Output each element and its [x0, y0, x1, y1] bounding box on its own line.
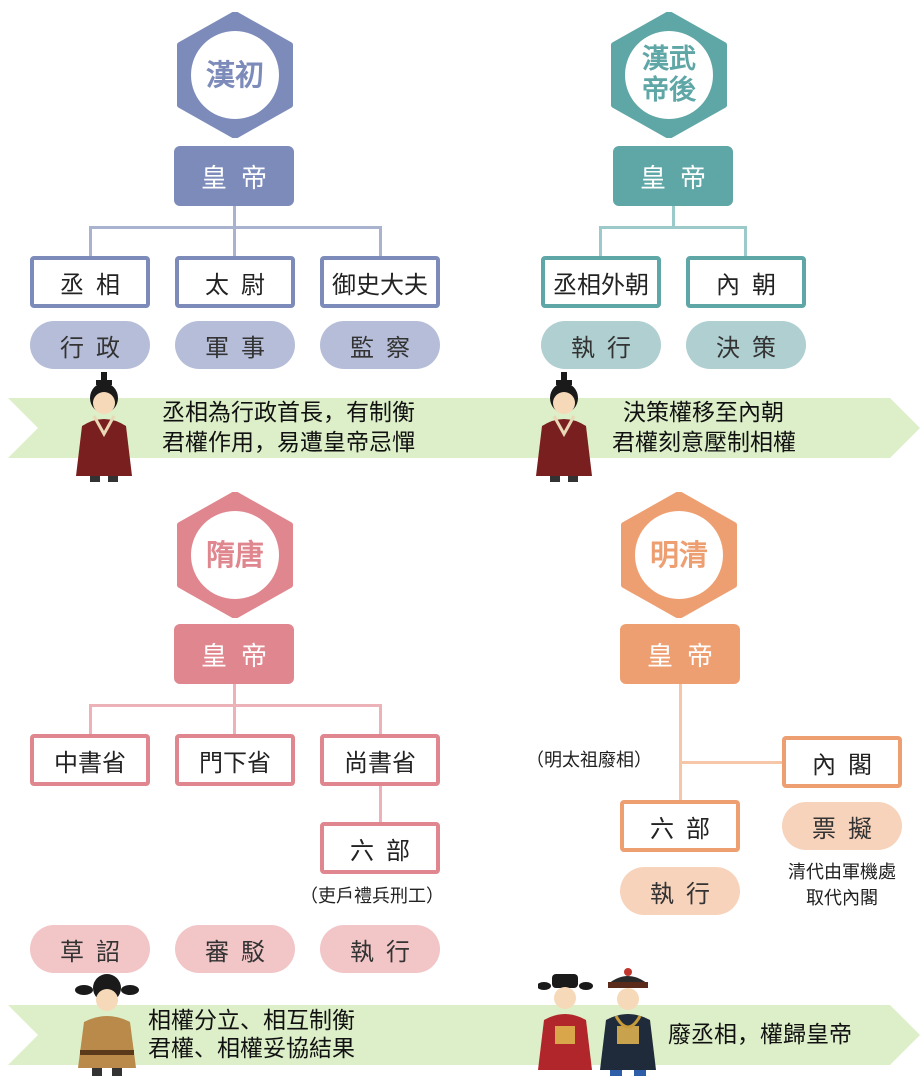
emperor-box: 皇帝 — [620, 624, 740, 684]
note-line: 清代由軍機處 — [788, 862, 896, 883]
connector — [599, 226, 602, 256]
caption-line: 相權分立、相互制衡 — [148, 1008, 355, 1034]
connector — [233, 226, 236, 256]
connector — [379, 786, 382, 822]
period-hexagon — [611, 12, 727, 138]
banner-top — [8, 398, 920, 458]
caption-line: 君權作用，易遭皇帝忌憚 — [162, 430, 415, 456]
caption-line: 丞相為行政首長，有制衡 — [162, 400, 415, 426]
period-label-line: 帝後 — [642, 75, 696, 106]
role-pill: 草詔 — [30, 925, 150, 973]
role-pill: 執行 — [541, 321, 661, 369]
connector — [233, 704, 236, 734]
connector — [744, 226, 747, 256]
office-grand-commandant: 太尉 — [175, 256, 295, 308]
period-label: 明清 — [649, 538, 708, 572]
connector — [679, 761, 782, 764]
grand-council-note: 清代由軍機處 取代內閣 — [774, 860, 910, 912]
note-line: 取代內閣 — [806, 888, 878, 909]
role-pill: 軍事 — [175, 321, 295, 369]
role-pill: 行政 — [30, 321, 150, 369]
emperor-box: 皇帝 — [174, 624, 294, 684]
emperor-box: 皇帝 — [613, 146, 733, 206]
connector — [379, 704, 382, 734]
period-label: 漢武 帝後 — [610, 12, 728, 138]
ming-qing-officials-figure — [538, 968, 656, 1076]
period-label: 隋唐 — [205, 538, 264, 572]
emperor-box: 皇帝 — [174, 146, 294, 206]
connector — [89, 704, 92, 734]
connector — [379, 226, 382, 256]
connector — [599, 226, 747, 229]
six-ministries-note: （吏戶禮兵刑工） — [300, 886, 444, 907]
connector — [672, 206, 675, 228]
office-grand-secretariat: 內閣 — [782, 736, 902, 788]
connector — [679, 684, 682, 800]
role-pill: 監察 — [320, 321, 440, 369]
tang-official-figure — [75, 974, 139, 1076]
han-official-figure — [76, 372, 132, 482]
caption-line: 君權、相權妥協結果 — [148, 1036, 355, 1062]
banner-bottom — [8, 1005, 920, 1065]
office-censor: 御史大夫 — [320, 256, 440, 308]
office-six-ministries: 六部 — [620, 800, 740, 852]
office-chancellor: 丞相 — [30, 256, 150, 308]
caption-line: 廢丞相，權歸皇帝 — [668, 1022, 852, 1048]
role-pill: 執行 — [620, 867, 740, 915]
office-outer-court: 丞相外朝 — [541, 256, 661, 308]
caption-line: 君權刻意壓制相權 — [612, 430, 796, 456]
role-pill: 執行 — [320, 925, 440, 973]
caption-line: 決策權移至內朝 — [623, 400, 784, 426]
role-pill: 審駁 — [175, 925, 295, 973]
period-hexagon — [177, 492, 293, 618]
office-six-ministries: 六部 — [320, 822, 440, 874]
period-label: 漢初 — [205, 58, 264, 92]
period-hexagon — [621, 492, 737, 618]
office-zhongshu: 中書省 — [30, 734, 150, 786]
abolish-chancellor-note: （明太祖廢相） — [526, 750, 652, 771]
connector — [233, 206, 236, 228]
han-official-figure — [536, 372, 592, 482]
office-menxia: 門下省 — [175, 734, 295, 786]
office-shangshu: 尚書省 — [320, 734, 440, 786]
connector — [89, 226, 92, 256]
period-label-line: 漢武 — [642, 44, 696, 75]
connector — [233, 684, 236, 706]
period-hexagon — [177, 12, 293, 138]
role-pill: 票擬 — [782, 802, 902, 850]
role-pill: 決策 — [686, 321, 806, 369]
office-inner-court: 內朝 — [686, 256, 806, 308]
